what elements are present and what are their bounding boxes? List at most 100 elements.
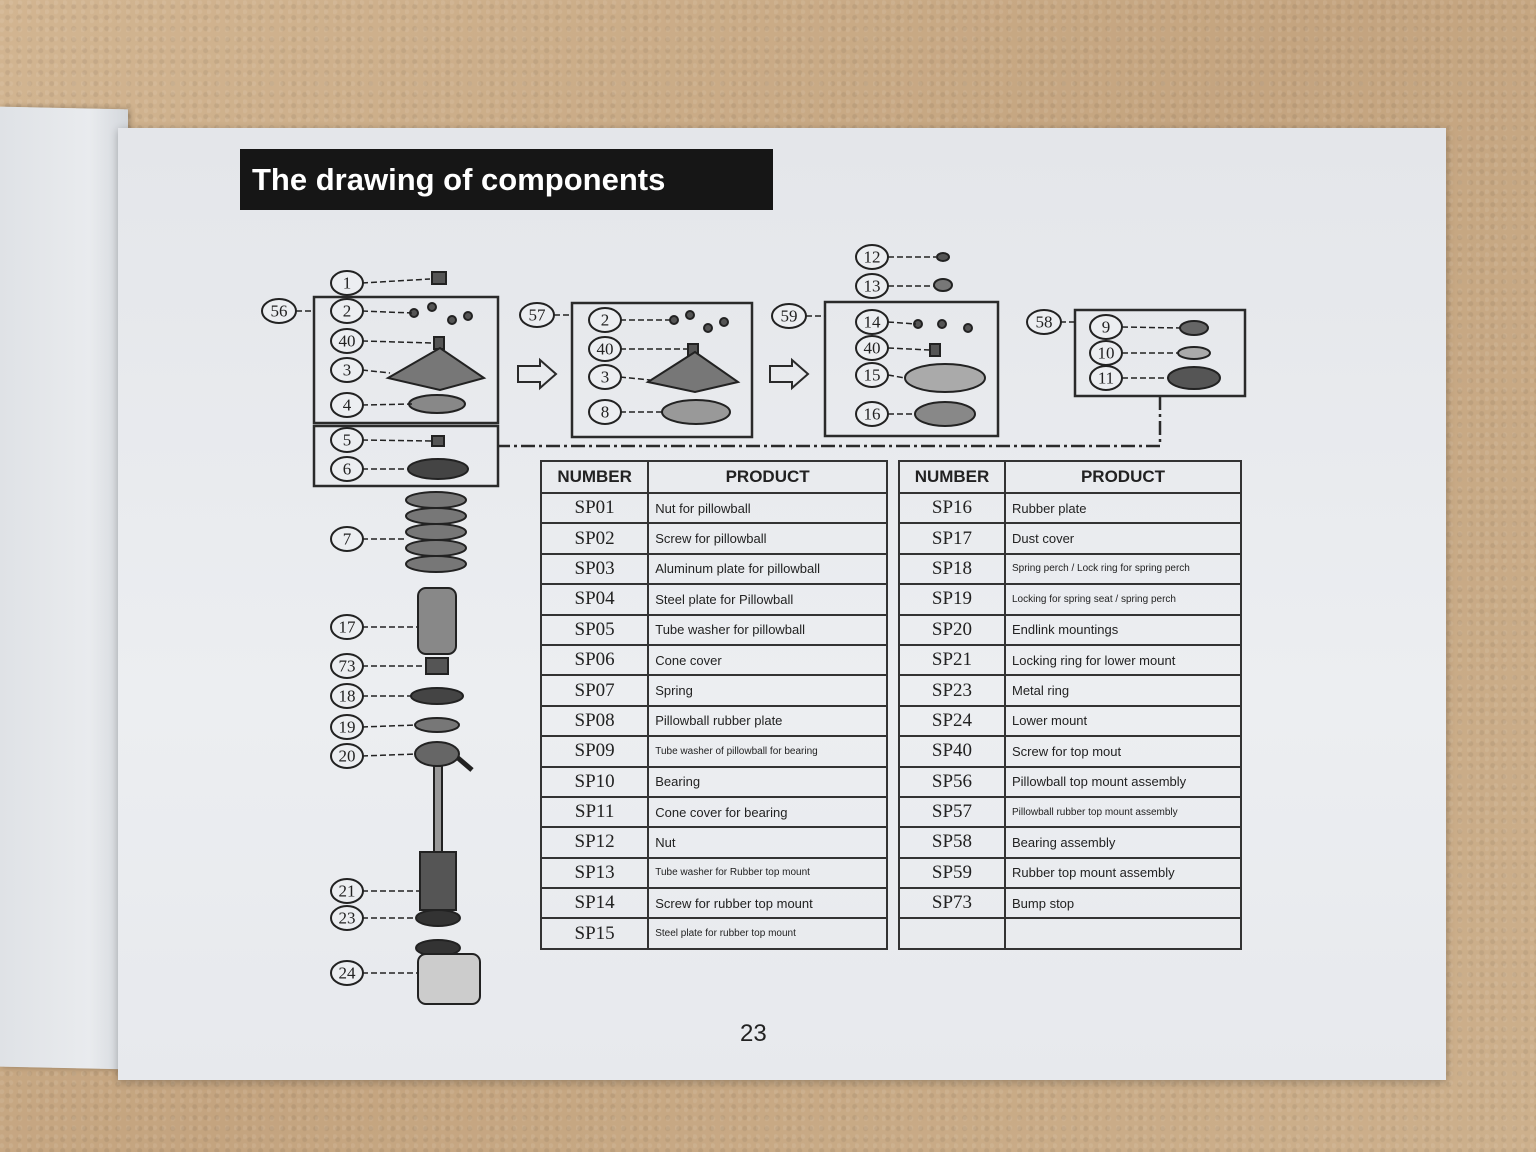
product-name-cell: Pillowball rubber plate	[647, 704, 888, 738]
product-name-cell: Nut	[647, 826, 888, 859]
part-number-cell: SP10	[539, 765, 650, 798]
part-body	[419, 851, 457, 911]
callout-label: 1	[343, 274, 352, 293]
page-number: 23	[740, 1020, 767, 1047]
product-name-cell: Endlink mountings	[1004, 613, 1242, 646]
callout-label: 57	[529, 306, 547, 325]
part-number-cell: SP01	[539, 491, 650, 525]
part-dust-cover	[417, 587, 457, 655]
callout-label: 40	[864, 339, 881, 358]
part-shaft	[433, 765, 443, 857]
part-number-cell: SP17	[898, 522, 1006, 555]
product-name-cell: Lower mount	[1004, 704, 1242, 738]
callout-label: 13	[864, 277, 881, 296]
part-number-cell: SP57	[898, 795, 1006, 829]
product-name-cell: Screw for pillowball	[647, 522, 888, 555]
box-56-lower	[312, 424, 500, 488]
callout-label: 9	[1102, 318, 1111, 337]
product-name-cell: Pillowball top mount assembly	[1004, 765, 1242, 798]
product-name-cell: Screw for rubber top mount	[647, 887, 888, 920]
callout-label: 12	[864, 248, 881, 267]
callout-label: 16	[864, 405, 881, 424]
part-number-cell: SP15	[539, 917, 650, 950]
product-name-cell: Locking for spring seat / spring perch	[1004, 583, 1242, 616]
part-number-cell: SP56	[898, 765, 1006, 798]
part-number-cell: SP11	[539, 795, 650, 829]
part-tube-washer	[433, 336, 445, 350]
column-header-number: NUMBER	[898, 460, 1006, 494]
callout-label: 40	[597, 340, 614, 359]
callout-label: 59	[781, 307, 798, 326]
product-name-cell: Bearing	[647, 765, 888, 798]
part-number-cell: SP58	[898, 826, 1006, 859]
part-number-cell: SP09	[539, 735, 650, 768]
callout-label: 19	[339, 718, 356, 737]
part-number-cell: SP02	[539, 522, 650, 555]
part-bump-stop	[425, 657, 449, 675]
callout-label: 73	[339, 657, 356, 676]
product-name-cell: Cone cover for bearing	[647, 795, 888, 829]
callout-label: 14	[864, 313, 882, 332]
callout-label: 17	[339, 618, 357, 637]
callout-label: 3	[343, 361, 352, 380]
part-number-cell	[898, 917, 1006, 950]
column-header-number: NUMBER	[539, 460, 650, 494]
part-washer	[431, 435, 445, 447]
product-name-cell: Tube washer for pillowball	[647, 613, 888, 646]
part-number-cell: SP40	[898, 735, 1006, 768]
part-rubber-plate	[661, 399, 731, 425]
box-57	[570, 301, 754, 439]
product-name-cell: Rubber top mount assembly	[1004, 856, 1242, 890]
box-56	[312, 295, 500, 425]
product-name-cell: Pillowball rubber top mount assembly	[1004, 795, 1242, 829]
callout-label: 58	[1036, 313, 1053, 332]
callout-label: 20	[339, 747, 356, 766]
part-spring	[405, 491, 467, 573]
table-row	[898, 917, 1242, 950]
callout-label: 6	[343, 460, 352, 479]
callout-label: 2	[601, 311, 610, 330]
callout-label: 8	[601, 403, 610, 422]
part-number-cell: SP08	[539, 704, 650, 738]
product-name-cell	[1004, 917, 1242, 950]
callout-label: 11	[1098, 369, 1114, 388]
part-steel-plate	[408, 394, 466, 414]
callout-label: 15	[864, 366, 881, 385]
part-number-cell: SP73	[898, 887, 1006, 920]
product-name-cell: Bump stop	[1004, 887, 1242, 920]
part-number-cell: SP23	[898, 674, 1006, 707]
column-header-product: PRODUCT	[1004, 460, 1242, 494]
part-number-cell: SP20	[898, 613, 1006, 646]
part-number-cell: SP13	[539, 856, 650, 890]
box-59	[823, 300, 1000, 438]
part-number-cell: SP07	[539, 674, 650, 707]
column-header-product: PRODUCT	[647, 460, 888, 494]
part-number-cell: SP24	[898, 704, 1006, 738]
callout-label: 4	[343, 396, 352, 415]
part-number-cell: SP16	[898, 491, 1006, 525]
product-name-cell: Rubber plate	[1004, 491, 1242, 525]
part-number-cell: SP04	[539, 583, 650, 616]
callout-label: 21	[339, 882, 356, 901]
page-title: The drawing of components	[240, 149, 773, 210]
product-name-cell: Metal ring	[1004, 674, 1242, 707]
product-name-cell: Locking ring for lower mount	[1004, 643, 1242, 677]
callout-label: 5	[343, 431, 352, 450]
